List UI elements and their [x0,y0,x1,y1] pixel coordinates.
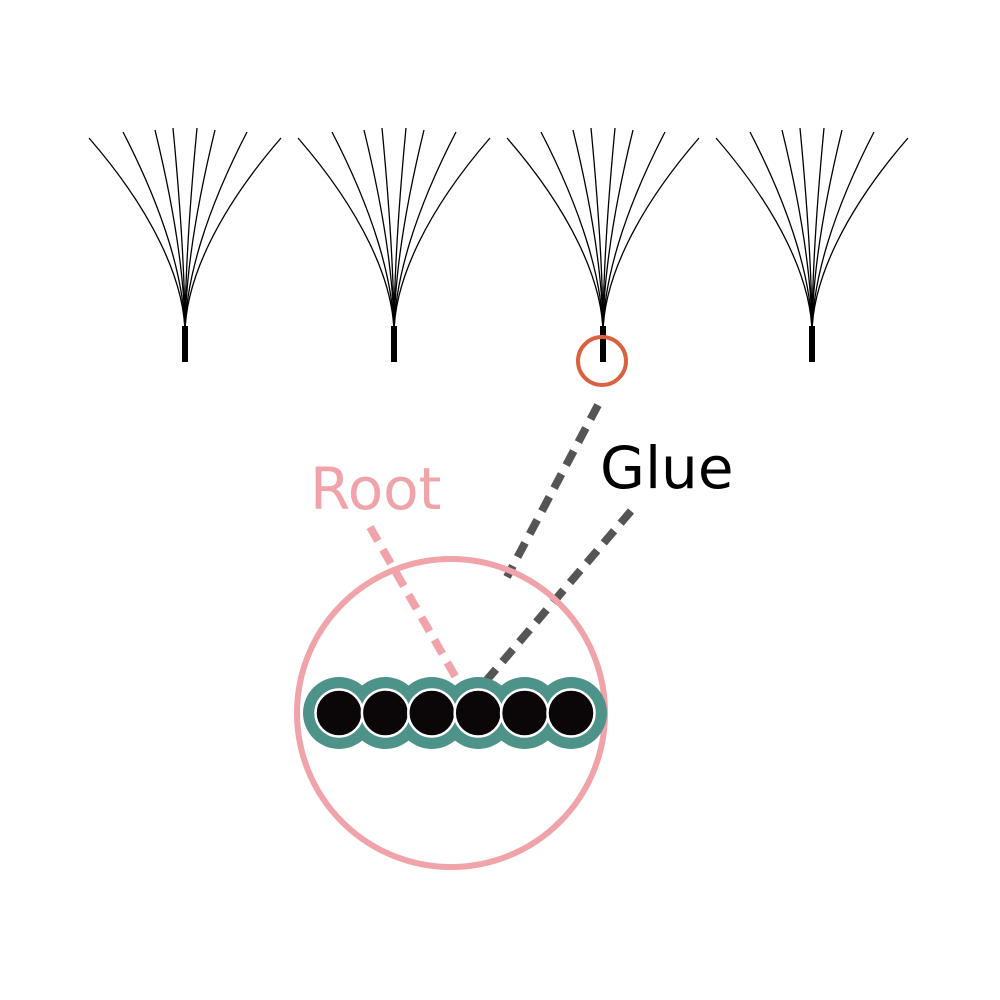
glue-leader-line-upper [503,403,602,579]
lash-fan-icon [297,127,491,362]
lash-fan-icon [88,127,282,362]
fan-base-highlight-circle [576,335,628,387]
lash-fan-icon [715,127,909,362]
glue-label: Glue [600,434,734,502]
root-strand-cross-sections [303,677,607,749]
lash-fans-row [88,127,909,362]
lash-strand-cross-section-icon [546,688,596,738]
lash-strand-cross-section-icon [407,688,457,738]
glue-leader-line-lower [470,508,635,698]
root-label: Root [310,455,441,523]
lash-strand-cross-section-icon [453,688,503,738]
lash-fan-icon [506,127,700,362]
lash-strand-cross-section-icon [360,688,411,738]
lash-strand-cross-section-icon [314,688,364,738]
root-leader-line [366,525,471,699]
lash-strand-cross-section-icon [499,688,550,738]
